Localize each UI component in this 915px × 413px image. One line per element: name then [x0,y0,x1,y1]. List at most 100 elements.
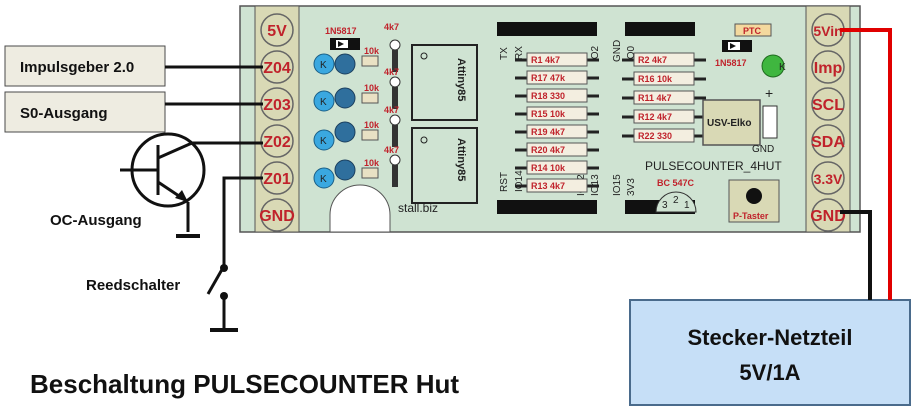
header-bottom [497,200,597,214]
npn-transistor-symbol [120,132,263,238]
pin-3v3: 3V3 [626,178,637,196]
board-site: stall.biz [398,201,438,215]
left-resistor-7: R14 10k [515,160,599,175]
left-resistor-label-7: R14 10k [531,163,566,173]
usv-plus: + [765,85,773,101]
k-mark-2: K [320,97,327,108]
right-pin-scl: SCL [812,97,844,114]
left-resistor-1: R1 4k7 [515,52,599,67]
pin-io2: IO2 [590,45,601,62]
s0-label: S0-Ausgang [20,105,108,122]
cap-4k7-4: 4k7 [384,145,399,155]
left-resistor-label-8: R13 4k7 [531,181,565,191]
pin-rx: RX [514,46,525,60]
left-pin-z04: Z04 [263,60,291,77]
usv-connector [762,105,778,139]
right-pin-3v3: 3.3V [814,171,843,187]
push-button-cap [746,188,762,204]
left-pin-z02: Z02 [263,134,291,151]
psu-box [629,299,911,406]
blue-capacitors [313,53,356,189]
left-resistor-label-1: R1 4k7 [531,55,560,65]
npn-emitter-arrow [175,190,188,202]
right-resistor-label-2: R16 10k [638,74,673,84]
pin-io15: IO15 [612,174,623,196]
right-pin-5vin: 5Vin [813,23,842,39]
left-resistor-label-4: R15 10k [531,109,566,119]
left-resistor-label-3: R18 330 [531,91,565,101]
led-k: K [779,62,786,73]
diagram-title: Beschaltung PULSECOUNTER Hut [30,369,459,399]
left-pin-5v: 5V [267,23,287,40]
transistor-pin-2: 2 [673,195,679,206]
attiny-chip-1 [411,44,478,121]
left-resistor-8: R13 4k7 [515,178,599,193]
pin-tx: TX [499,47,510,60]
wire-psu-gnd [840,210,872,300]
k-mark-1: K [320,60,327,71]
pin-io0: IO0 [626,45,637,62]
usv-gnd: GND [752,144,774,155]
cap-4k7-2: 4k7 [384,67,399,77]
right-resistor-3: R11 4k7 [622,90,706,105]
res-10k-4: 10k [364,158,380,168]
psu-line2: 5V/1A [739,360,800,385]
header-top-right [625,22,695,36]
diode-right-label: 1N5817 [715,58,747,68]
left-resistor-label-5: R19 4k7 [531,127,565,137]
pin-rst: RST [499,172,510,192]
psu-line1: Stecker-Netzteil [687,325,852,350]
diode-left [330,38,360,50]
left-resistor-label-2: R17 47k [531,73,566,83]
transistor-label: BC 547C [657,178,695,188]
res-10k-3: 10k [364,120,380,130]
right-pin-sda: SDA [811,134,845,151]
left-pin-gnd: GND [259,208,295,225]
res-10k-2: 10k [364,83,380,93]
s0-box [4,91,166,133]
attiny-chip-2 [411,127,478,204]
k-mark-4: K [320,174,327,185]
left-resistor-4: R15 10k [515,106,599,121]
led-green [761,54,785,78]
left-resistor-6: R20 4k7 [515,142,599,157]
right-resistor-label-3: R11 4k7 [638,93,672,103]
left-pins [260,13,294,232]
transistor-package [655,191,697,213]
left-pin-z03: Z03 [263,97,291,114]
push-button-label: P-Taster [733,211,769,221]
right-resistor-label-4: R12 4k7 [638,112,672,122]
pcb-notch [329,184,391,233]
wire-psu-5v [840,28,892,300]
usv-elko-label: USV-Elko [707,118,751,129]
right-resistor-2: R16 10k [622,71,706,86]
right-resistor-4: R12 4k7 [622,109,706,124]
left-resistor-label-6: R20 4k7 [531,145,565,155]
left-resistor-3: R18 330 [515,88,599,103]
right-pin-imp: Imp [814,60,843,77]
res-10k-1: 10k [364,46,380,56]
right-pins [811,13,845,232]
left-resistor-2: R17 47k [515,70,599,85]
pin-gnd-top: GND [612,40,623,62]
pin-io14: IO14 [514,170,525,192]
diode-left-label: 1N5817 [325,26,357,36]
k-mark-3: K [320,136,327,147]
left-resistor-5: R19 4k7 [515,124,599,139]
cap-4k7-3: 4k7 [384,105,399,115]
cap-4k7-1: 4k7 [384,22,399,32]
impulsgeber-box [4,45,166,87]
right-resistor-label-5: R22 330 [638,131,672,141]
left-pin-z01: Z01 [263,171,291,188]
reed-contact-top [220,264,228,272]
board-name: PULSECOUNTER_4HUT [645,159,782,173]
header-top [497,22,597,36]
ptc-component [734,23,772,37]
right-pin-gnd: GND [810,208,846,225]
small-resistors [361,39,401,187]
transistor-pin-3: 3 [662,200,668,211]
attiny-label-1: Attiny85 [455,58,467,101]
reed-contact-bottom [220,292,228,300]
